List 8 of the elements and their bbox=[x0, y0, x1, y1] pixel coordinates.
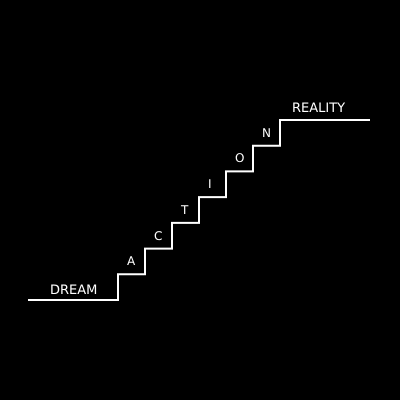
letter-label: I bbox=[208, 177, 212, 192]
letter-label: C bbox=[154, 228, 162, 244]
letter-label: T bbox=[181, 202, 188, 218]
letter-label: N bbox=[262, 126, 271, 141]
letter-label: A bbox=[127, 254, 136, 270]
word-label: REALITY bbox=[292, 101, 346, 116]
letter-label: O bbox=[235, 151, 244, 166]
word-label: DREAM bbox=[50, 283, 98, 298]
